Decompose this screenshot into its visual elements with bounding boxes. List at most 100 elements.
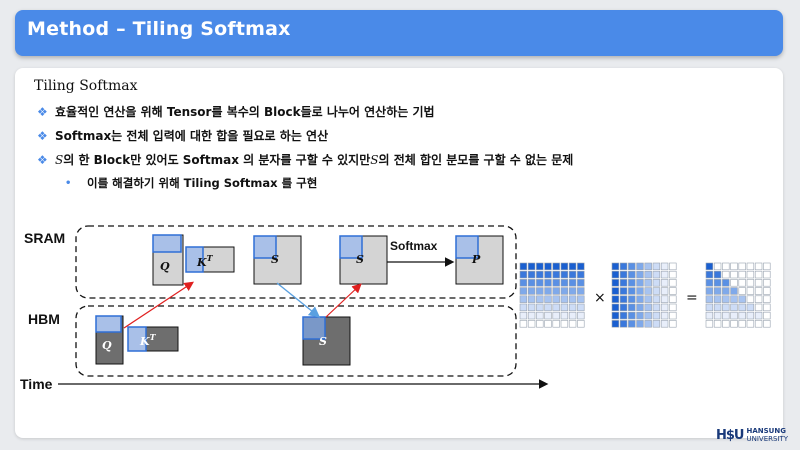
grid-cell [652, 262, 661, 271]
q-tiles-grid [519, 262, 585, 328]
grid-cell [619, 279, 628, 287]
grid-cell [527, 279, 536, 287]
grid-cell [652, 270, 661, 279]
grid-cell [652, 320, 661, 328]
grid-cell [722, 303, 730, 312]
grid-cell [552, 320, 560, 328]
grid-cell [713, 320, 722, 328]
grid-cell [669, 295, 677, 303]
grid-cell [536, 320, 544, 328]
sram-s-label: S [271, 253, 279, 266]
bullet-3-text-a: 의 한 Block만 있어도 Softmax 의 분자를 구할 수 있지만 [63, 153, 371, 167]
grid-cell [644, 287, 652, 295]
grid-cell [722, 287, 730, 295]
grid-cell [544, 295, 552, 303]
grid-cell [544, 287, 552, 295]
grid-cell [577, 303, 585, 312]
grid-cell [628, 311, 636, 320]
hbm-s-label: S [319, 335, 327, 348]
grid-cell [669, 303, 677, 312]
bullet-3-s2: S [370, 152, 379, 167]
hbm-kt-tile [127, 326, 147, 352]
sram-kt-tile [185, 246, 204, 273]
grid-cell [705, 270, 714, 279]
grid-cell [763, 295, 771, 303]
grid-cell [568, 270, 577, 279]
grid-cell [536, 311, 544, 320]
grid-cell [611, 270, 620, 279]
grid-cell [705, 320, 714, 328]
grid-cell [722, 270, 730, 279]
grid-cell [619, 262, 628, 271]
grid-cell [636, 295, 644, 303]
grid-cell [763, 262, 771, 271]
grid-cell [544, 303, 552, 312]
grid-cell [628, 262, 636, 271]
grid-cell [536, 295, 544, 303]
grid-cell [636, 279, 644, 287]
sram-s2-tile [339, 235, 363, 259]
grid-cell [669, 287, 677, 295]
grid-cell [577, 270, 585, 279]
grid-cell [763, 279, 771, 287]
grid-cell [527, 262, 536, 271]
grid-cell [628, 295, 636, 303]
grid-cell [544, 262, 552, 271]
grid-cell [519, 287, 528, 295]
grid-cell [611, 303, 620, 312]
softmax-label: Softmax [390, 239, 438, 253]
grid-cell [544, 320, 552, 328]
grid-cell [577, 320, 585, 328]
grid-cell [652, 279, 661, 287]
grid-cell [730, 270, 738, 279]
grid-cell [577, 311, 585, 320]
grid-cell [713, 311, 722, 320]
diamond-bullet-icon: ❖ [37, 128, 48, 143]
load-q-arrow [123, 281, 195, 329]
grid-cell [560, 262, 569, 271]
grid-cell [730, 303, 738, 312]
grid-cell [738, 262, 746, 271]
grid-cell [669, 320, 677, 328]
grid-cell [619, 295, 628, 303]
grid-cell [669, 279, 677, 287]
grid-cell [519, 262, 528, 271]
grid-cell [652, 295, 661, 303]
bullet-1: ❖ 효율적인 연산을 위해 Tensor를 복수의 Block들로 나누어 연산… [37, 103, 435, 120]
grid-cell [722, 320, 730, 328]
bullet-1-text: 효율적인 연산을 위해 Tensor를 복수의 Block들로 나누어 연산하는… [55, 105, 435, 119]
grid-cell [652, 287, 661, 295]
grid-cell [552, 303, 560, 312]
grid-cell [660, 287, 669, 295]
grid-cell [746, 311, 755, 320]
grid-cell [644, 295, 652, 303]
grid-cell [660, 295, 669, 303]
grid-cell [611, 295, 620, 303]
bullet-3: ❖ S 의 한 Block만 있어도 Softmax 의 분자를 구할 수 있지… [37, 151, 573, 168]
grid-cell [746, 270, 755, 279]
grid-cell [544, 311, 552, 320]
grid-cell [722, 279, 730, 287]
grid-cell [636, 287, 644, 295]
grid-cell [644, 262, 652, 271]
grid-cell [763, 320, 771, 328]
kt-tiles-grid [611, 262, 677, 328]
sram-s-tile [253, 235, 277, 259]
grid-cell [560, 287, 569, 295]
grid-cell [669, 311, 677, 320]
grid-cell [552, 270, 560, 279]
grid-cell [660, 270, 669, 279]
grid-cell [636, 311, 644, 320]
grid-cell [611, 311, 620, 320]
grid-cell [644, 320, 652, 328]
grid-cell [527, 295, 536, 303]
grid-cell [560, 303, 569, 312]
section-title: Tiling Softmax [34, 78, 138, 94]
grid-cell [636, 270, 644, 279]
sub-bullet: • 이를 해결하기 위해 Tiling Softmax 를 구현 [65, 175, 317, 191]
result-tiles-grid [705, 262, 771, 328]
store-s-arrow [276, 282, 321, 318]
grid-cell [763, 303, 771, 312]
grid-cell [536, 303, 544, 312]
grid-cell [763, 287, 771, 295]
